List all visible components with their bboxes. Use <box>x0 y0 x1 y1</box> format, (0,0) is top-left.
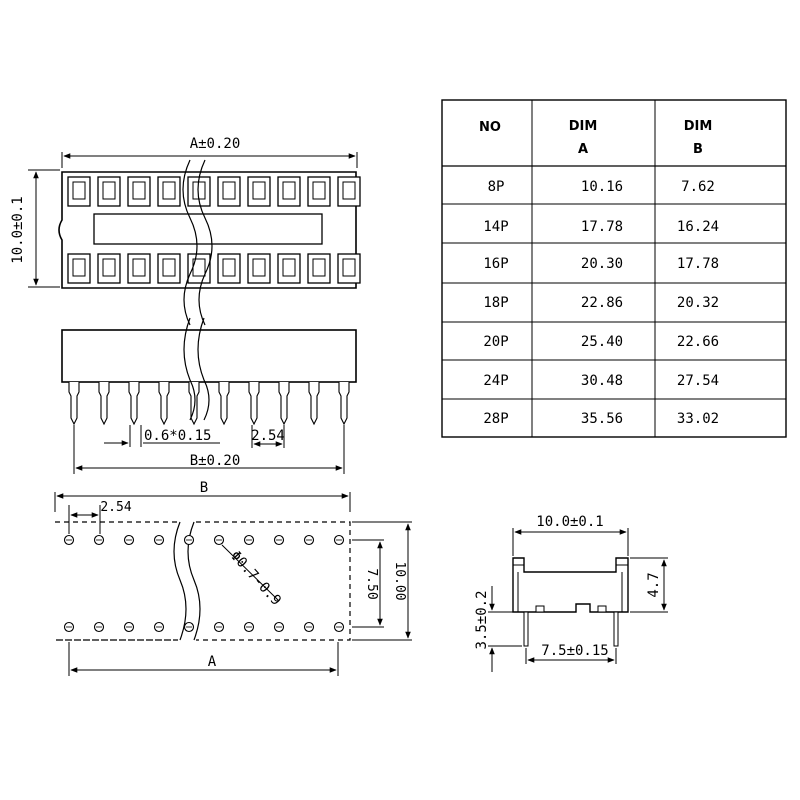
top-height-label: 10.0±0.1 <box>10 196 26 263</box>
contact-slot <box>102 181 116 200</box>
side-width-label: B±0.20 <box>190 453 241 469</box>
side-pin <box>338 382 350 426</box>
cell-no: 18P <box>483 295 508 311</box>
contact-slot <box>102 258 116 277</box>
side-pin <box>188 382 200 426</box>
contact-slot <box>252 258 266 277</box>
cell-dim-b: 27.54 <box>677 373 719 389</box>
contact-slot <box>72 258 86 277</box>
side-pitch-label: 2.54 <box>251 428 285 444</box>
top-pin-row-upper <box>67 176 361 207</box>
cell-dim-b: 33.02 <box>677 411 719 427</box>
pcb-pitch-label: 2.54 <box>100 500 131 515</box>
header-dim-a-letter: A <box>578 142 588 157</box>
row-spacing-label: 7.50 <box>364 568 379 599</box>
cell-dim-a: 30.48 <box>581 373 623 389</box>
contact-slot <box>282 258 296 277</box>
pcb-a-label: A <box>208 654 217 670</box>
top-view: A±0.20 10.0±0.1 <box>10 136 361 326</box>
side-pin <box>308 382 320 426</box>
cell-dim-b: 16.24 <box>677 219 719 235</box>
cell-dim-a: 10.16 <box>581 179 623 195</box>
cell-dim-a: 20.30 <box>581 256 623 272</box>
cell-no: 14P <box>483 219 508 235</box>
side-pin <box>218 382 230 426</box>
contact-slot <box>72 181 86 200</box>
contact-slot <box>162 258 176 277</box>
contact-slot <box>342 181 356 200</box>
cell-dim-b: 20.32 <box>677 295 719 311</box>
end-pin-spacing-label: 7.5±0.15 <box>541 643 608 659</box>
cell-dim-b: 7.62 <box>681 179 715 195</box>
cell-dim-a: 17.78 <box>581 219 623 235</box>
cell-no: 28P <box>483 411 508 427</box>
table-row-lines <box>442 203 786 400</box>
outer-spacing-label: 10.00 <box>392 561 407 600</box>
side-pin <box>98 382 110 426</box>
header-dim-b: DIM <box>684 119 713 134</box>
pcb-footprint-view: B 2.54 Φ0.7-0.9 7.50 10.00 A <box>54 480 412 676</box>
header-no: NO <box>479 120 501 135</box>
contact-slot <box>132 258 146 277</box>
side-pin <box>128 382 140 426</box>
cell-dim-b: 17.78 <box>677 256 719 272</box>
contact-slot <box>312 181 326 200</box>
contact-slot <box>312 258 326 277</box>
side-pin <box>68 382 80 426</box>
end-pin-length-label: 3.5±0.2 <box>474 590 490 649</box>
cell-no: 8P <box>488 179 505 195</box>
side-pin <box>248 382 260 426</box>
pcb-b-label: B <box>200 480 208 496</box>
contact-slot <box>222 258 236 277</box>
cell-dim-a: 22.86 <box>581 295 623 311</box>
end-view: 10.0±0.1 4.7 3.5±0.2 7.5±0.15 <box>474 514 668 672</box>
contact-slot <box>282 181 296 200</box>
contact-slot <box>222 181 236 200</box>
side-pin <box>158 382 170 426</box>
top-pin-row-lower <box>67 253 361 284</box>
pin-width-label: 0.6*0.15 <box>144 428 211 444</box>
cell-no: 24P <box>483 373 508 389</box>
header-dim-b-letter: B <box>693 142 703 157</box>
pcb-holes <box>63 534 345 633</box>
side-view: 0.6*0.15 2.54 B±0.20 <box>61 317 357 474</box>
contact-slot <box>342 258 356 277</box>
contact-slot <box>162 181 176 200</box>
cell-no: 20P <box>483 334 508 350</box>
header-dim-a: DIM <box>569 119 598 134</box>
cell-dim-b: 22.66 <box>677 334 719 350</box>
end-width-label: 10.0±0.1 <box>536 514 603 530</box>
contact-slot <box>252 181 266 200</box>
side-pins <box>68 382 350 426</box>
hole-diameter-label: Φ0.7-0.9 <box>227 548 284 609</box>
dimension-table: NO DIM A DIM B 8P 10.16 7.62 14P 17.78 1… <box>441 99 787 438</box>
side-pin <box>278 382 290 426</box>
cell-no: 16P <box>483 256 508 272</box>
cell-dim-a: 35.56 <box>581 411 623 427</box>
cell-dim-a: 25.40 <box>581 334 623 350</box>
contact-slot <box>132 181 146 200</box>
top-width-label: A±0.20 <box>190 136 241 152</box>
end-height-label: 4.7 <box>646 572 662 597</box>
